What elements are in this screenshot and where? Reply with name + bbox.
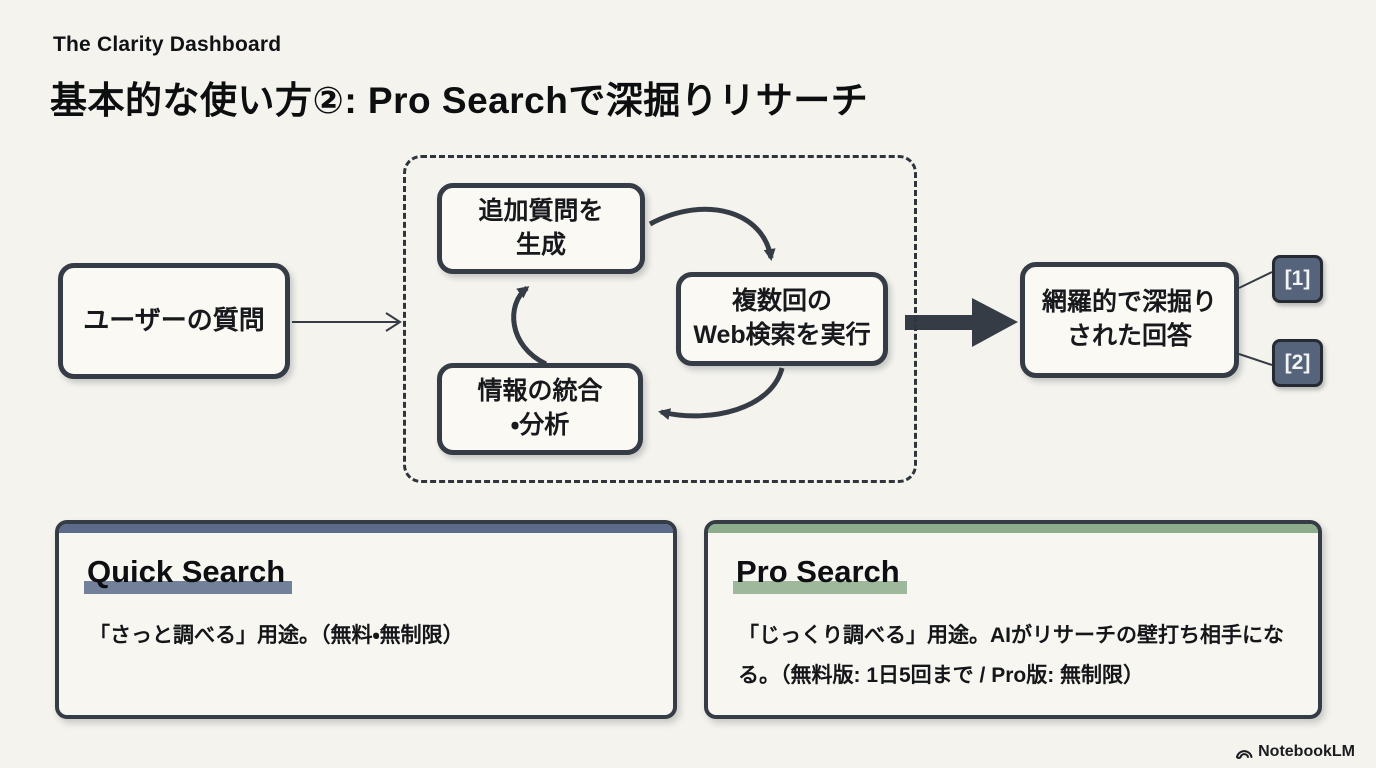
eyebrow-label: The Clarity Dashboard bbox=[53, 33, 282, 56]
citation-badge-1: [1] bbox=[1272, 255, 1323, 303]
notebooklm-brand: NotebookLM bbox=[1235, 743, 1355, 761]
pro-search-title-highlight bbox=[733, 581, 907, 594]
quick-search-title: Quick Search bbox=[84, 554, 293, 594]
pro-search-card: Pro Search 「じっくり調べる」用途。AIがリサーチの壁打ち相手になる。… bbox=[704, 520, 1322, 719]
quick-search-title-text: Quick Search bbox=[87, 554, 286, 589]
citation-badge-2: [2] bbox=[1272, 339, 1323, 387]
notebooklm-brand-text: NotebookLM bbox=[1258, 743, 1355, 760]
quick-search-title-highlight bbox=[84, 581, 293, 594]
notebooklm-logo-icon bbox=[1236, 750, 1253, 759]
node-user-question: ユーザーの質問 bbox=[58, 263, 290, 379]
node-web-search: 複数回の Web検索を実行 bbox=[676, 272, 888, 366]
node-answer: 網羅的で深掘り された回答 bbox=[1020, 262, 1239, 378]
arrow-input-to-loop bbox=[292, 312, 402, 332]
node-generate-questions: 追加質問を 生成 bbox=[437, 183, 645, 274]
pro-search-loop-frame bbox=[403, 155, 917, 483]
quick-search-description: 「さっと調べる」用途。（無料・無制限） bbox=[89, 624, 464, 647]
pro-search-description: 「じっくり調べる」用途。AIがリサーチの壁打ち相手になる。（無料版: 1日5回ま… bbox=[738, 624, 1284, 687]
pro-search-accent-bar bbox=[708, 524, 1318, 533]
quick-search-accent-bar bbox=[59, 524, 673, 533]
arrow-loop-to-answer bbox=[905, 298, 1018, 347]
quick-search-card: Quick Search 「さっと調べる」用途。（無料・無制限） bbox=[55, 520, 677, 719]
connector-citation-1 bbox=[1238, 271, 1273, 289]
pro-search-title: Pro Search bbox=[733, 554, 907, 594]
pro-search-title-text: Pro Search bbox=[736, 554, 900, 589]
page-title: 基本的な使い方②: Pro Searchで深掘りリサーチ bbox=[50, 80, 869, 121]
node-synthesize: 情報の統合 ・分析 bbox=[437, 363, 643, 455]
connector-citation-2 bbox=[1238, 353, 1273, 366]
